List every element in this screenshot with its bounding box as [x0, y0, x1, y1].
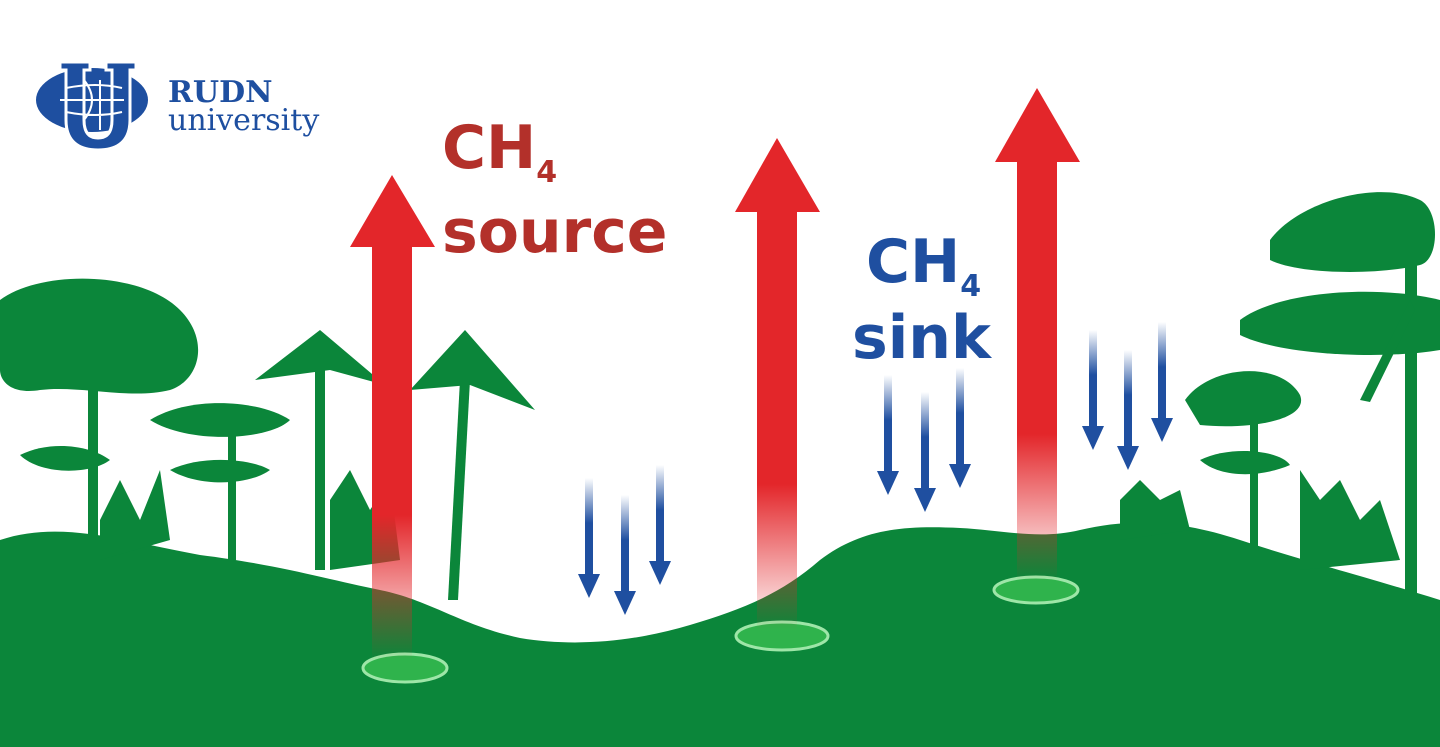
- source-formula: CH: [442, 113, 537, 183]
- left-trees: [0, 278, 535, 600]
- forest-ground: [0, 522, 1440, 747]
- rudn-logo-text: RUDN university: [168, 78, 319, 136]
- methane-source-arrow: [350, 175, 435, 660]
- sink-word: sink: [852, 303, 991, 373]
- right-trees: [1120, 192, 1440, 620]
- methane-source-arrow: [995, 88, 1080, 581]
- logo-line2: university: [168, 103, 320, 138]
- source-label: CH4 source: [442, 118, 668, 262]
- logo-line1: RUDN: [168, 75, 273, 110]
- sink-formula: CH: [866, 227, 961, 297]
- methane-source-arrow: [735, 138, 820, 631]
- source-word: source: [442, 197, 668, 267]
- source-subscript: 4: [536, 155, 558, 190]
- sink-label: CH4 sink: [852, 232, 991, 368]
- sink-subscript: 4: [960, 269, 982, 304]
- rudn-logo-emblem: [36, 60, 148, 152]
